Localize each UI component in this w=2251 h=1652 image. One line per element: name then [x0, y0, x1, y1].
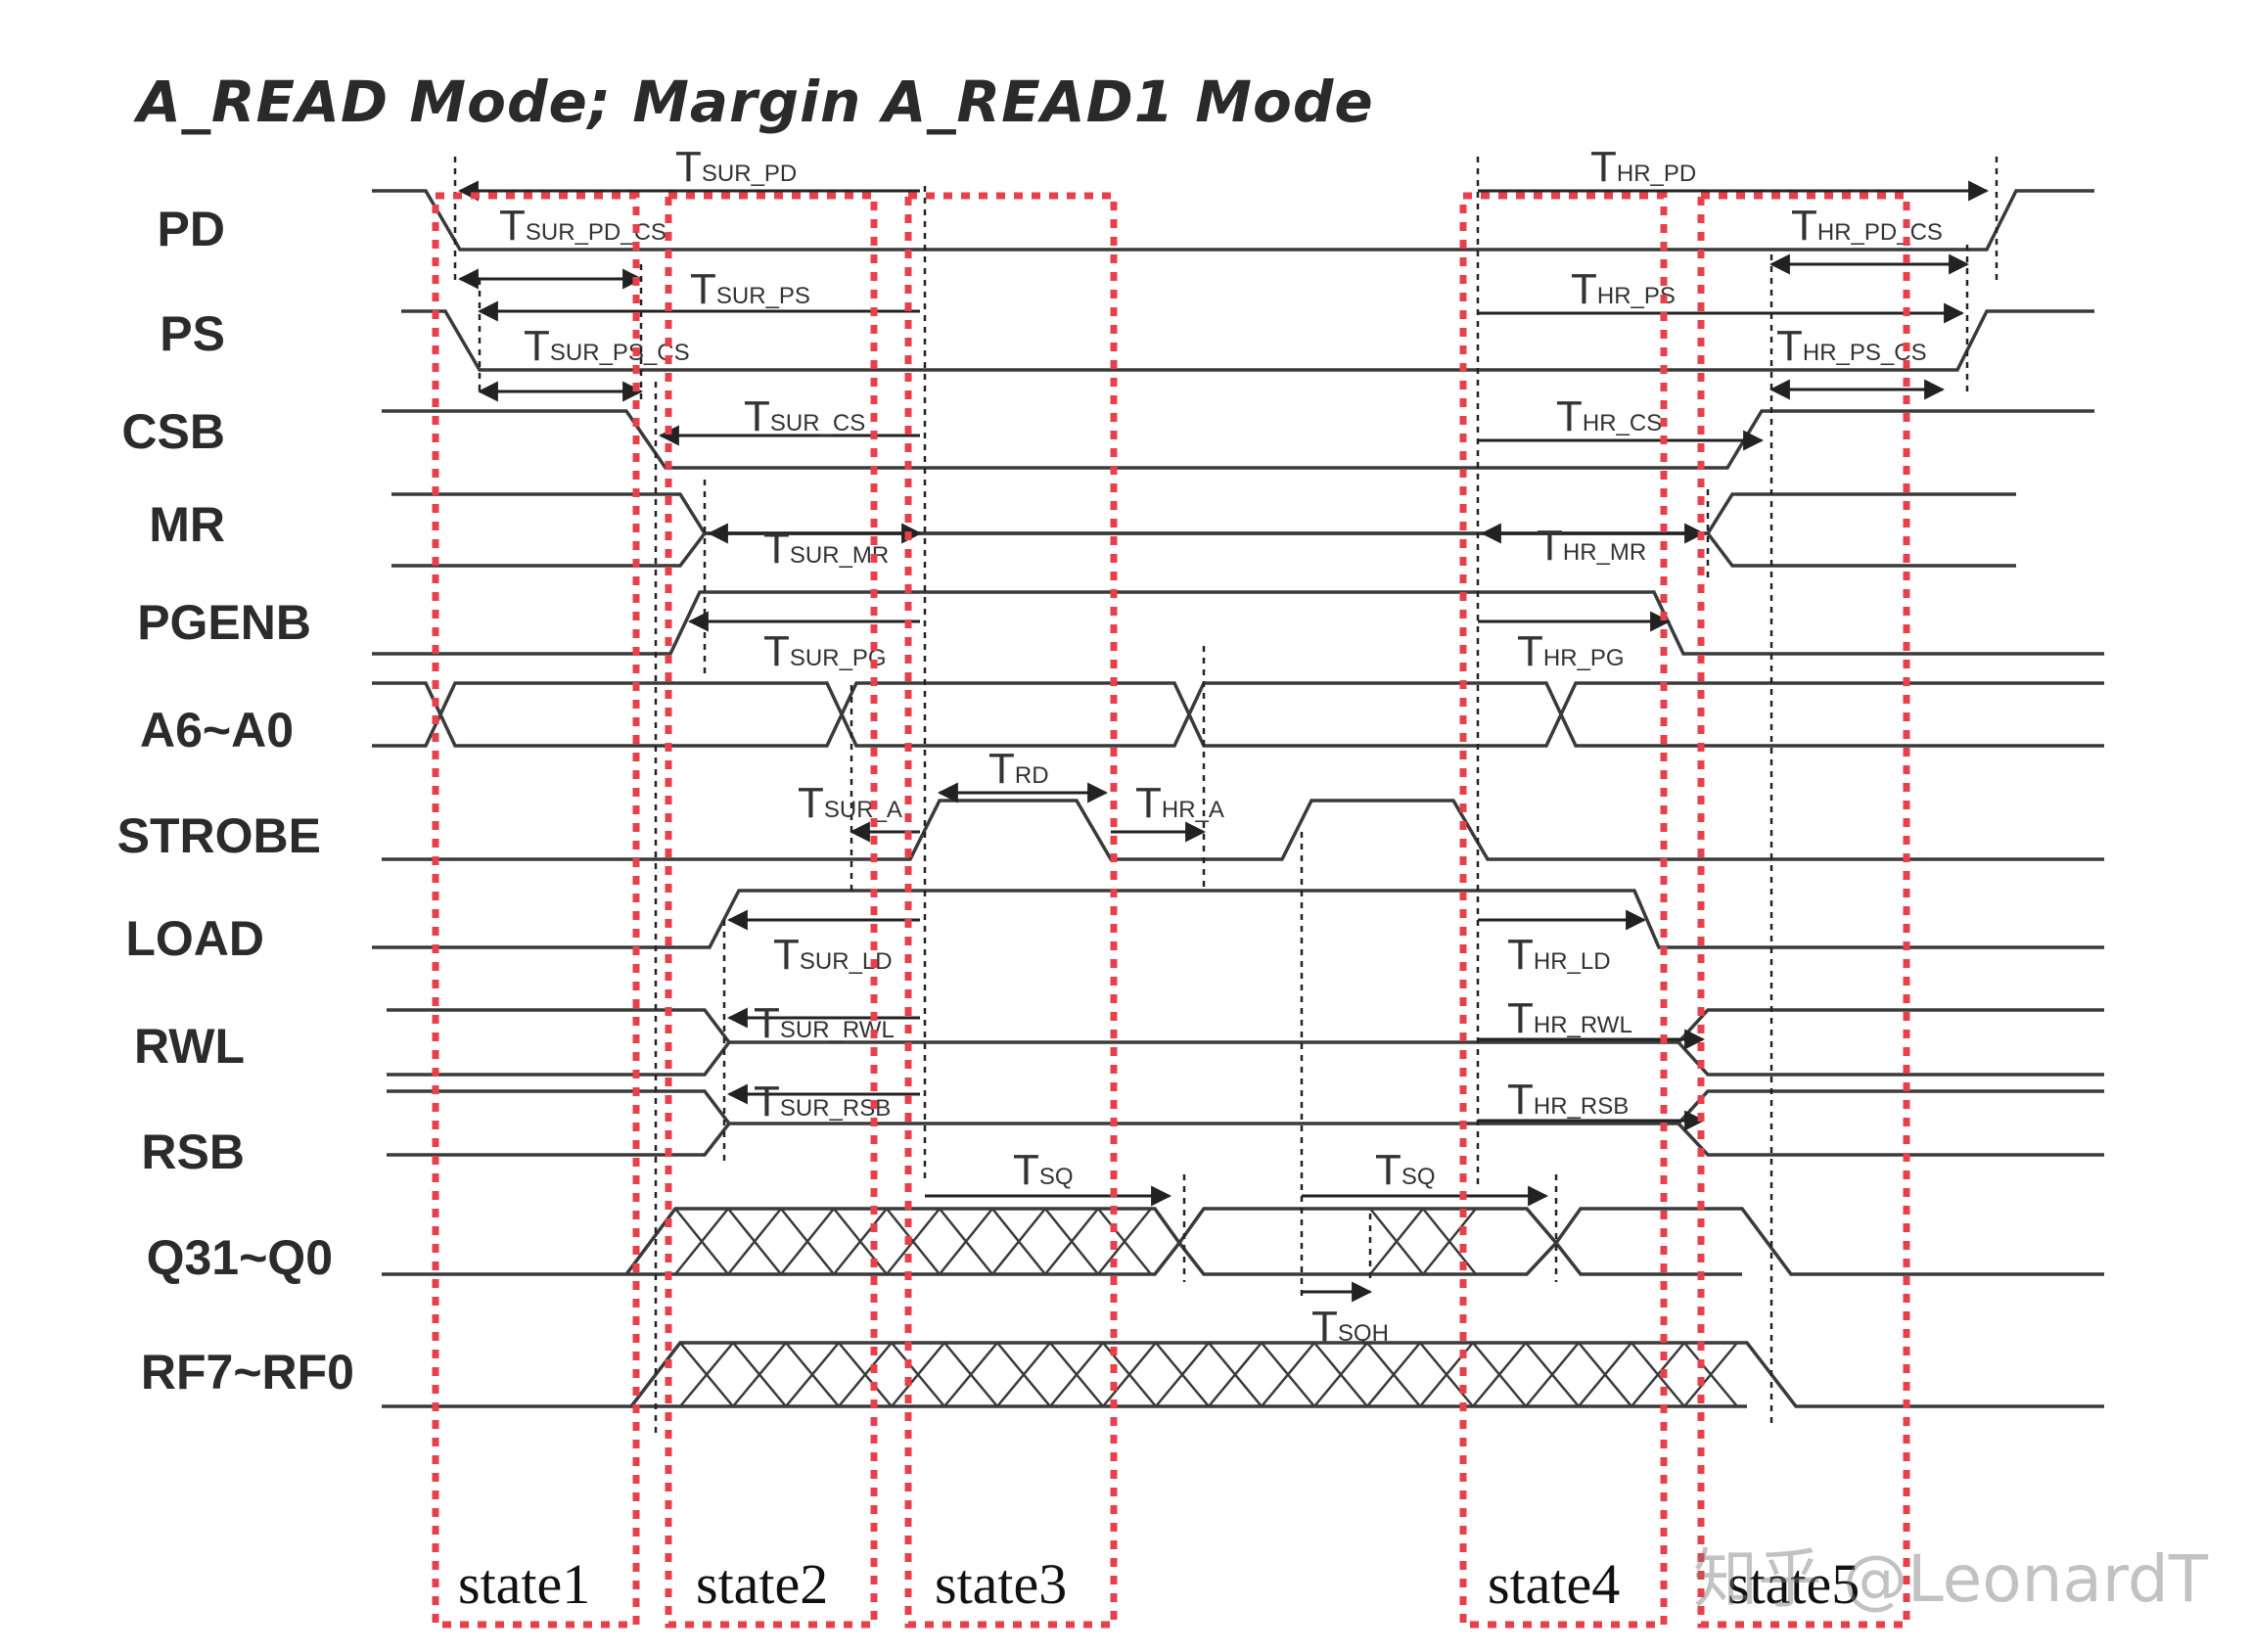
- label-tsur-rwl: TSUR_RWL: [754, 999, 895, 1047]
- label-thr-ld: THR_LD: [1507, 931, 1611, 979]
- label-thr-cs: THR_CS: [1556, 392, 1662, 440]
- q-unknown-hatch: [780, 1208, 835, 1275]
- label-tsur-ps: TSUR_PS: [690, 265, 810, 313]
- rf-unknown-hatch: [1261, 1342, 1315, 1407]
- signal-label-pgenb: PGENB: [137, 595, 311, 650]
- rf-unknown-hatch: [1631, 1342, 1685, 1407]
- label-thr-ps: THR_PS: [1571, 265, 1676, 313]
- rf-unknown-hatch: [1525, 1342, 1580, 1407]
- label-tsur-a: TSUR_A: [798, 779, 902, 827]
- state-box-3: [904, 192, 1118, 1629]
- label-tsqh: TSQH: [1311, 1303, 1389, 1351]
- state-label-2: state2: [696, 1552, 829, 1616]
- state-label-3: state3: [935, 1552, 1068, 1616]
- q-unknown-hatch: [991, 1208, 1046, 1275]
- state-label-5: state5: [1727, 1552, 1861, 1616]
- label-thr-pd-cs: THR_PD_CS: [1791, 202, 1943, 250]
- label-tsur-ps-cs: TSUR_PS_CS: [524, 322, 690, 370]
- mr-waveform-low: [391, 531, 2016, 568]
- csb-waveform: [382, 409, 2094, 470]
- q-unknown-hatch: [674, 1208, 729, 1275]
- label-tsur-pg: TSUR_PG: [763, 627, 887, 675]
- signal-label-load: LOAD: [125, 911, 264, 966]
- pgenb-waveform: [372, 590, 2104, 656]
- rf-unknown-hatch: [679, 1342, 734, 1407]
- label-tsur-pd-cs: TSUR_PD_CS: [499, 202, 666, 250]
- label-thr-pd: THR_PD: [1590, 143, 1696, 191]
- rf-unknown-hatch: [1313, 1342, 1368, 1407]
- q-unknown-hatch: [886, 1208, 941, 1275]
- rsb-waveform: [387, 1089, 2104, 1157]
- label-thr-pg: THR_PG: [1517, 627, 1625, 675]
- label-thr-mr: THR_MR: [1537, 522, 1646, 570]
- label-trd: TRD: [988, 745, 1049, 793]
- rf-unknown-hatch: [1155, 1342, 1210, 1407]
- pd-waveform: [372, 189, 2094, 252]
- rf-unknown-hatch: [1049, 1342, 1104, 1407]
- signal-label-ps: PS: [160, 306, 225, 361]
- state-box-5: [1697, 192, 1910, 1629]
- state-box-4: [1459, 192, 1668, 1629]
- label-thr-rsb: THR_RSB: [1507, 1076, 1629, 1124]
- strobe-waveform: [382, 799, 2104, 861]
- q-unknown-hatch: [727, 1208, 782, 1275]
- label-thr-a: THR_A: [1135, 779, 1224, 827]
- q-bus-waveform: [382, 1207, 2104, 1276]
- label-tsur-rsb: TSUR_RSB: [754, 1078, 891, 1125]
- rf-unknown-hatch: [891, 1342, 945, 1407]
- signal-label-csb: CSB: [121, 404, 225, 459]
- q-unknown-hatch: [1422, 1208, 1477, 1275]
- label-tsur-ld: TSUR_LD: [773, 931, 893, 979]
- state-box-1: [432, 192, 640, 1629]
- rf-unknown-hatch: [732, 1342, 787, 1407]
- q-unknown-hatch: [1044, 1208, 1099, 1275]
- signal-label-address: A6~A0: [139, 703, 294, 757]
- rf-unknown-hatch: [1366, 1342, 1421, 1407]
- diagram-title: A_READ Mode; Margin A_READ1 Mode: [137, 69, 1374, 135]
- label-tsur-cs: TSUR_CS: [744, 392, 865, 440]
- rf-unknown-hatch: [1472, 1342, 1527, 1407]
- rf-unknown-hatch: [996, 1342, 1051, 1407]
- signal-label-strobe: STROBE: [116, 808, 321, 863]
- signal-label-q: Q31~Q0: [146, 1230, 333, 1285]
- load-waveform: [372, 889, 2104, 949]
- rf-unknown-hatch: [838, 1342, 893, 1407]
- q-unknown-hatch: [833, 1208, 888, 1275]
- state-label-1: state1: [458, 1552, 591, 1616]
- label-thr-rwl: THR_RWL: [1507, 994, 1632, 1042]
- signal-label-rf: RF7~RF0: [140, 1345, 354, 1400]
- watermark: 知乎 @LeonardT: [1693, 1541, 2209, 1617]
- rf-unknown-hatch: [943, 1342, 998, 1407]
- label-tsq-2: TSQ: [1375, 1146, 1436, 1194]
- rf-unknown-hatch: [785, 1342, 840, 1407]
- label-tsq-1: TSQ: [1013, 1146, 1074, 1194]
- signal-label-rsb: RSB: [141, 1124, 245, 1179]
- label-tsur-mr: TSUR_MR: [763, 525, 889, 573]
- rf-unknown-hatch: [1578, 1342, 1632, 1407]
- rwl-waveform: [387, 1008, 2104, 1077]
- rf-bus-waveform: [382, 1341, 2104, 1408]
- rf-unknown-hatch: [1208, 1342, 1263, 1407]
- q-unknown-hatch: [1369, 1208, 1424, 1275]
- q-unknown-hatch: [939, 1208, 993, 1275]
- signal-label-mr: MR: [149, 497, 225, 552]
- signal-label-rwl: RWL: [134, 1019, 245, 1074]
- label-tsur-pd: TSUR_PD: [675, 143, 797, 191]
- state-box-2: [665, 192, 878, 1629]
- rf-unknown-hatch: [1683, 1342, 1738, 1407]
- state-label-4: state4: [1488, 1552, 1621, 1616]
- address-bus-waveform: [372, 681, 2104, 748]
- signal-label-pd: PD: [157, 202, 225, 256]
- q-unknown-hatch: [1097, 1208, 1152, 1275]
